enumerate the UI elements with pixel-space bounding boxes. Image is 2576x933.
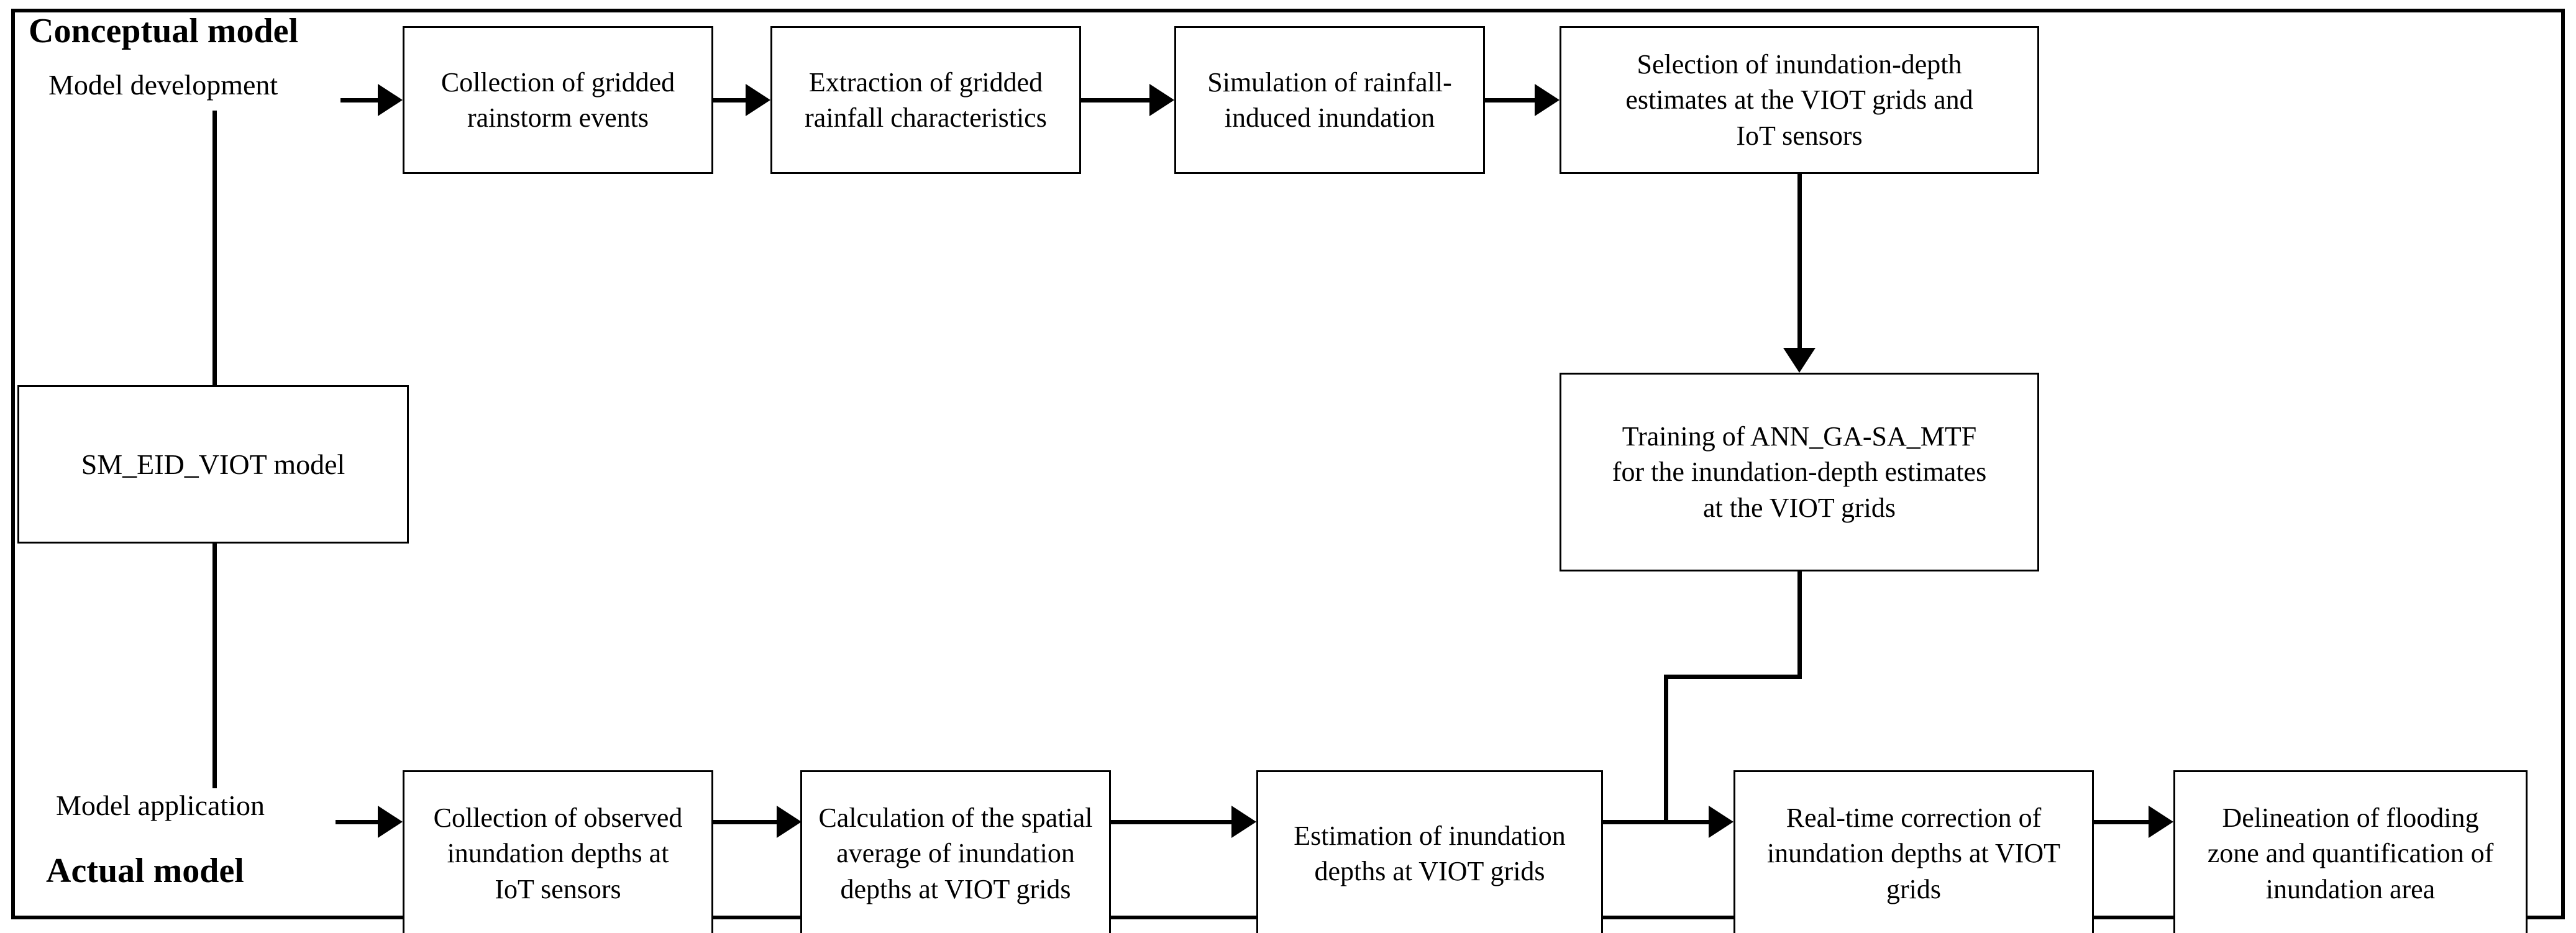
node-simulation-rainfall-inundation[interactable]: Simulation of rainfall- induced inundati… bbox=[1174, 26, 1485, 174]
connector-extraction-to-simulation bbox=[1081, 98, 1151, 102]
node-delineation-flooding-zone[interactable]: Delineation of flooding zone and quantif… bbox=[2173, 770, 2528, 933]
node-label: Real-time correction of inundation depth… bbox=[1766, 803, 2061, 904]
arrow-right-icon bbox=[746, 84, 770, 116]
arrow-down-icon bbox=[1783, 348, 1816, 373]
arrow-right-icon bbox=[378, 806, 403, 838]
node-collection-observed-depths[interactable]: Collection of observed inundation depths… bbox=[403, 770, 713, 933]
node-sm-eid-viot-model[interactable]: SM_EID_VIOT model bbox=[17, 385, 409, 544]
node-label: Estimation of inundation depths at VIOT … bbox=[1294, 820, 1566, 886]
actual-model-title: Actual model bbox=[46, 852, 244, 890]
node-calculation-spatial-average[interactable]: Calculation of the spatial average of in… bbox=[800, 770, 1111, 933]
connector-application-to-collection-observed bbox=[336, 820, 379, 824]
arrow-right-icon bbox=[1231, 806, 1256, 838]
model-application-label: Model application bbox=[56, 790, 265, 821]
connector-collection-to-calculation bbox=[713, 820, 778, 824]
arrow-right-icon bbox=[2149, 806, 2173, 838]
model-development-label: Model development bbox=[48, 69, 278, 101]
connector-development-to-collection bbox=[340, 98, 379, 102]
node-label: Collection of gridded rainstorm events bbox=[441, 66, 675, 133]
arrow-right-icon bbox=[1709, 806, 1733, 838]
conceptual-model-title: Conceptual model bbox=[29, 12, 298, 50]
arrow-right-icon bbox=[378, 84, 403, 116]
node-collection-gridded-rainstorm[interactable]: Collection of gridded rainstorm events bbox=[403, 26, 713, 174]
connector-model-to-application bbox=[212, 542, 217, 788]
node-selection-inundation-depth-estimates[interactable]: Selection of inundation-depth estimates … bbox=[1560, 26, 2039, 174]
connector-collection-to-extraction bbox=[713, 98, 747, 102]
node-label: SM_EID_VIOT model bbox=[81, 448, 345, 480]
node-label: Extraction of gridded rainfall character… bbox=[805, 66, 1047, 133]
connector-correction-to-delineation bbox=[2094, 820, 2150, 824]
connector-training-down-segment-2 bbox=[1664, 675, 1668, 820]
arrow-right-icon bbox=[777, 806, 802, 838]
connector-estimation-to-correction bbox=[1603, 820, 1710, 824]
node-label: Selection of inundation-depth estimates … bbox=[1625, 49, 1973, 151]
connector-training-left-segment bbox=[1664, 675, 1802, 679]
connector-training-down-segment bbox=[1797, 571, 1802, 678]
node-extraction-rainfall-characteristics[interactable]: Extraction of gridded rainfall character… bbox=[770, 26, 1081, 174]
node-label: Simulation of rainfall- induced inundati… bbox=[1207, 66, 1452, 133]
arrow-right-icon bbox=[1535, 84, 1560, 116]
node-label: Calculation of the spatial average of in… bbox=[818, 803, 1093, 904]
connector-selection-to-training bbox=[1797, 174, 1802, 350]
node-label: Training of ANN_GA-SA_MTF for the inunda… bbox=[1612, 421, 1987, 523]
node-realtime-correction[interactable]: Real-time correction of inundation depth… bbox=[1733, 770, 2094, 933]
arrow-right-icon bbox=[1149, 84, 1174, 116]
connector-development-to-model bbox=[212, 111, 217, 386]
connector-simulation-to-selection bbox=[1485, 98, 1536, 102]
node-label: Delineation of flooding zone and quantif… bbox=[2207, 803, 2494, 904]
node-training-ann-ga-sa-mtf[interactable]: Training of ANN_GA-SA_MTF for the inunda… bbox=[1560, 373, 2039, 571]
node-estimation-inundation-depths[interactable]: Estimation of inundation depths at VIOT … bbox=[1256, 770, 1603, 933]
connector-calculation-to-estimation bbox=[1111, 820, 1234, 824]
node-label: Collection of observed inundation depths… bbox=[433, 803, 683, 904]
